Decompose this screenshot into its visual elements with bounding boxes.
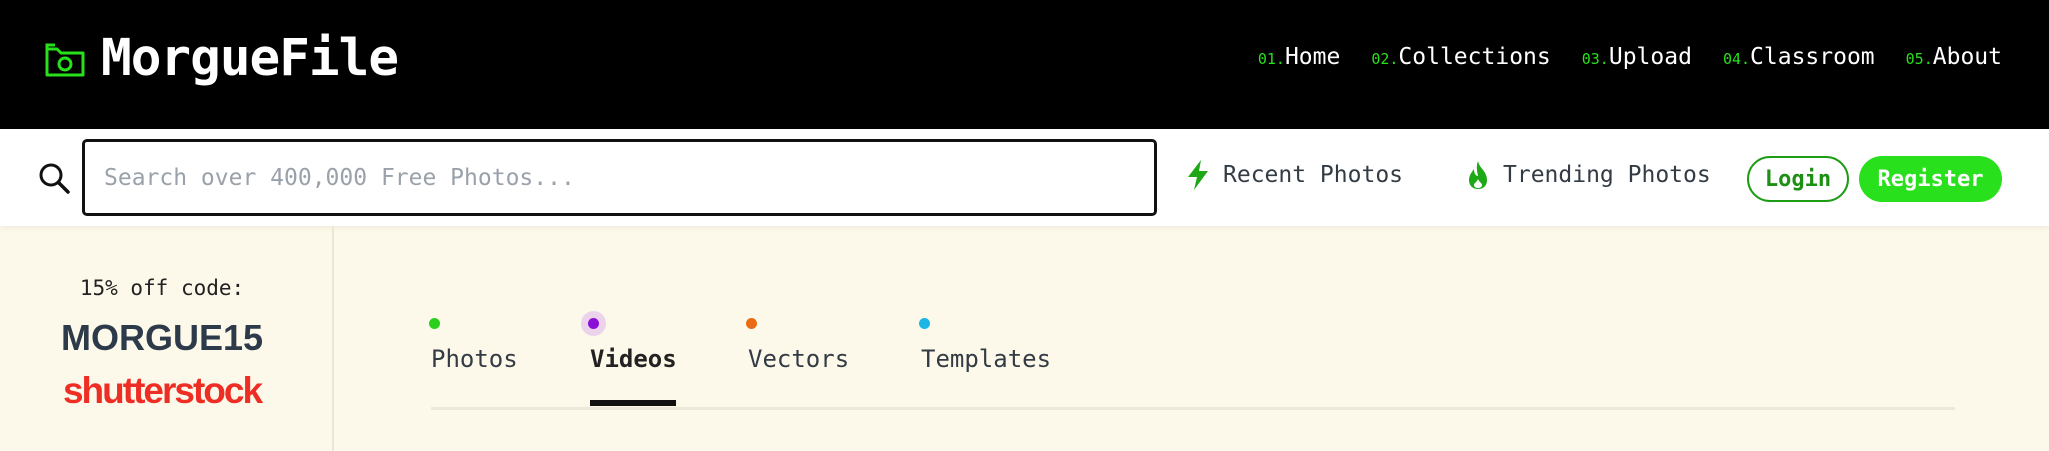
- nav-collections[interactable]: 02.Collections: [1371, 44, 1550, 70]
- media-type-tabs: Photos Videos Vectors Templates: [429, 313, 1955, 410]
- main-nav: 01.Home 02.Collections 03.Upload 04.Clas…: [1227, 44, 2002, 70]
- recent-photos-label: Recent Photos: [1223, 162, 1404, 188]
- tab-label: Videos: [590, 345, 677, 373]
- nav-upload[interactable]: 03.Upload: [1582, 44, 1692, 70]
- register-button[interactable]: Register: [1859, 156, 2002, 202]
- nav-number: 02.: [1371, 50, 1399, 68]
- tab-dot: [746, 318, 757, 329]
- fire-icon: [1469, 161, 1487, 189]
- nav-label: Upload: [1608, 44, 1692, 70]
- nav-number: 05.: [1905, 50, 1933, 68]
- recent-photos-link[interactable]: Recent Photos: [1185, 159, 1403, 191]
- search-icon[interactable]: [37, 161, 71, 195]
- tabs-divider: [431, 407, 1955, 410]
- login-button[interactable]: Login: [1747, 156, 1849, 202]
- promo-label: 15% off code:: [79, 276, 245, 300]
- tab-dot: [429, 318, 440, 329]
- nav-label: About: [1932, 44, 2002, 70]
- nav-number: 04.: [1722, 50, 1751, 68]
- search-input[interactable]: [82, 139, 1157, 216]
- camera-folder-icon: [45, 43, 85, 77]
- nav-home[interactable]: 01.Home: [1258, 44, 1340, 70]
- brand-logo[interactable]: MorgueFile: [44, 29, 399, 88]
- nav-number: 01.: [1257, 50, 1285, 68]
- nav-label: Home: [1284, 44, 1341, 70]
- trending-photos-label: Trending Photos: [1503, 162, 1711, 188]
- tab-label: Vectors: [748, 345, 850, 373]
- nav-number: 03.: [1581, 50, 1609, 68]
- promo-panel[interactable]: 15% off code: MORGUE15 shutterstock: [0, 226, 334, 451]
- search-bar-row: Recent Photos Trending Photos Login Regi…: [0, 129, 2049, 226]
- top-navbar: MorgueFile 01.Home 02.Collections 03.Upl…: [0, 0, 2049, 129]
- shutterstock-logo: shutterstock: [62, 370, 263, 411]
- tab-dot: [919, 318, 930, 329]
- trending-photos-link[interactable]: Trending Photos: [1465, 159, 1711, 191]
- nav-about[interactable]: 05.About: [1906, 44, 2002, 70]
- tab-label: Photos: [431, 345, 518, 373]
- nav-label: Collections: [1398, 44, 1551, 70]
- lightning-icon: [1188, 160, 1208, 190]
- nav-label: Classroom: [1750, 44, 1875, 70]
- active-tab-indicator: [590, 400, 676, 406]
- nav-classroom[interactable]: 04.Classroom: [1723, 44, 1875, 70]
- promo-code: MORGUE15: [60, 317, 264, 358]
- tab-dot: [588, 318, 599, 329]
- tab-label: Templates: [921, 345, 1052, 373]
- brand-name: MorgueFile: [101, 29, 399, 88]
